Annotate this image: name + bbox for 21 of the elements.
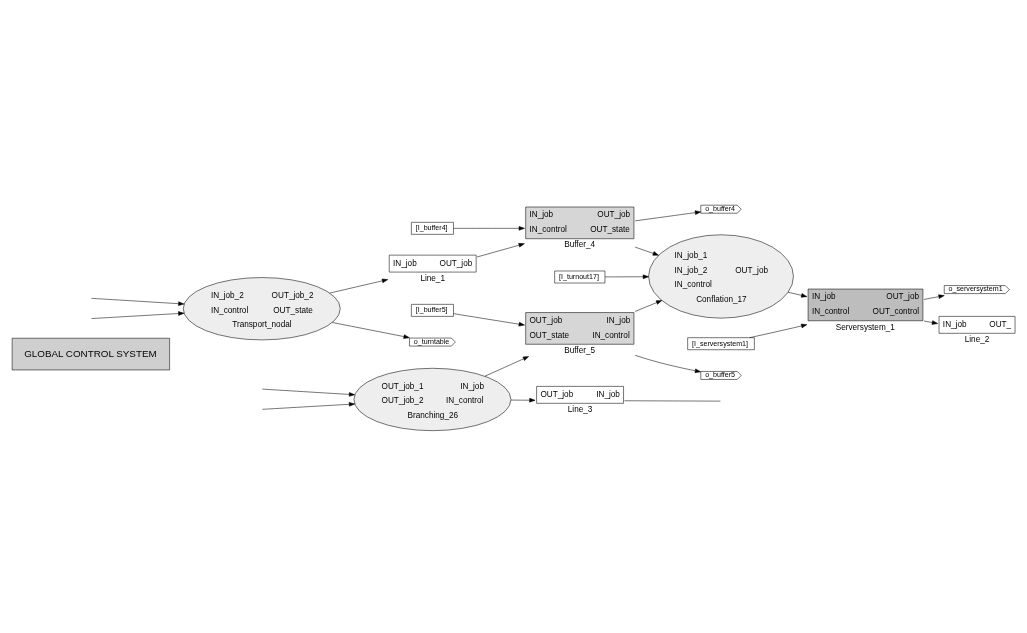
arrow (261, 388, 355, 397)
arrow (331, 321, 410, 339)
arrow (261, 401, 355, 410)
arrow (484, 355, 529, 376)
arrow (452, 312, 525, 326)
arrow (634, 354, 701, 373)
arrow (90, 297, 184, 306)
arrow (748, 323, 807, 338)
arrow (923, 319, 938, 325)
arrow (452, 225, 525, 231)
arrow (787, 291, 807, 297)
arrow (634, 246, 659, 255)
arrow (90, 310, 184, 319)
arrow (923, 293, 945, 300)
arrow (329, 278, 388, 293)
arrow (510, 397, 535, 402)
arrow (476, 242, 525, 257)
arrow (634, 299, 662, 312)
node-box: GLOBAL CONTROL SYSTEM (11, 337, 170, 370)
arrow (634, 209, 701, 221)
arrow (604, 274, 649, 279)
